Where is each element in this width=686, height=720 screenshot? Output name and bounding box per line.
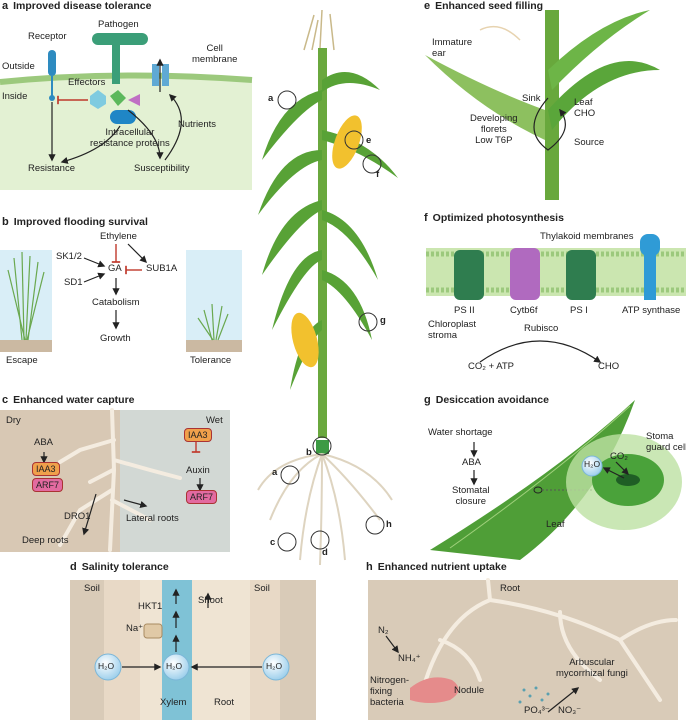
- na-label: Na⁺: [126, 623, 144, 634]
- shoot-label: Shoot: [198, 595, 223, 606]
- h2o-mid-label: H₂O: [166, 661, 183, 671]
- soil-right-label: Soil: [254, 583, 270, 594]
- wet-label: Wet: [206, 415, 223, 426]
- source-label: Source: [574, 137, 605, 148]
- panel-h-graphic: [368, 578, 678, 720]
- receptor-label: Receptor: [28, 31, 67, 42]
- thylakoid-label: Thylakoid membranes: [540, 231, 634, 242]
- nh4-label: NH₄⁺: [398, 653, 421, 664]
- effectors-label: Effectors: [68, 77, 106, 88]
- immature-ear-label: Immature ear: [432, 37, 473, 59]
- h2o-left-label: H₂O: [98, 661, 115, 671]
- panel-g-graphic: [430, 400, 682, 560]
- developing-florets-label: Developing florets Low T6P: [470, 113, 518, 146]
- nitrogen-bacteria-label: Nitrogen- fixing bacteria: [370, 675, 410, 708]
- plant-marker-a2: a: [272, 467, 278, 478]
- iaa3-left-badge: IAA3: [32, 462, 60, 476]
- panel-a-graphic: [0, 33, 253, 190]
- stomatal-closure-label: Stomatal closure: [452, 485, 490, 507]
- auxin-label: Auxin: [186, 465, 210, 476]
- h2o-right-label: H₂O: [266, 661, 283, 671]
- panel-b-graphic: [0, 243, 242, 352]
- aba-label: ABA: [34, 437, 54, 448]
- atp-synthase-label: ATP synthase: [622, 305, 681, 316]
- dry-label: Dry: [6, 415, 21, 426]
- plant-marker-d: d: [322, 547, 328, 558]
- plant-marker-f: f: [376, 169, 380, 180]
- iaa3-right-badge: IAA3: [184, 428, 212, 442]
- root-h-label: Root: [500, 583, 521, 594]
- sink-label: Sink: [522, 93, 541, 104]
- panel-e-graphic: [425, 10, 660, 200]
- po4-label: PO₄³⁻: [524, 705, 550, 716]
- resistance-label: Resistance: [28, 163, 75, 174]
- deep-roots-label: Deep roots: [22, 535, 69, 546]
- stoma-label: Stoma guard cell: [646, 431, 686, 453]
- nodule-label: Nodule: [454, 685, 485, 696]
- co2-atp-label: CO₂ + ATP: [468, 361, 515, 372]
- resistance-proteins-label: Intracellular resistance proteins: [90, 127, 170, 149]
- h2o-g-label: H₂O: [584, 459, 601, 469]
- plant-marker-g: g: [380, 315, 386, 326]
- chloroplast-stroma-label: Chloroplast stroma: [428, 319, 477, 341]
- ps1-label: PS I: [570, 305, 588, 316]
- soil-left-label: Soil: [84, 583, 100, 594]
- ps2-label: PS II: [454, 305, 475, 316]
- cytb6f-label: Cytb6f: [510, 305, 538, 316]
- ethylene-label: Ethylene: [100, 231, 137, 242]
- catabolism-label: Catabolism: [92, 297, 140, 308]
- rubisco-label: Rubisco: [524, 323, 559, 334]
- pathogen-label: Pathogen: [98, 19, 139, 30]
- outside-label: Outside: [2, 61, 35, 72]
- plant-marker-e: e: [366, 135, 372, 146]
- nutrients-label: Nutrients: [178, 119, 217, 130]
- cell-membrane-label: Cell membrane: [192, 43, 238, 65]
- leaf-label: Leaf: [546, 519, 565, 530]
- xylem-label: Xylem: [160, 697, 187, 708]
- arf7-right-badge: ARF7: [186, 490, 218, 504]
- root-label: Root: [214, 697, 235, 708]
- co2-g-label: CO₂: [610, 451, 628, 462]
- water-shortage-label: Water shortage: [428, 427, 493, 438]
- arf7-left-badge: ARF7: [32, 478, 64, 492]
- leaf-cho-label: Leaf CHO: [574, 97, 596, 119]
- growth-label: Growth: [100, 333, 131, 344]
- plant-marker-b: b: [306, 447, 312, 458]
- aba-g-label: ABA: [462, 457, 482, 468]
- sd1-label: SD1: [64, 277, 83, 288]
- sub1a-label: SUB1A: [146, 263, 178, 274]
- panel-f-graphic: [426, 234, 686, 363]
- n2-label: N₂: [378, 625, 389, 636]
- cho-label: CHO: [598, 361, 620, 372]
- amf-label: Arbuscular mycorrhizal fungi: [556, 657, 628, 679]
- ga-label: GA: [108, 263, 122, 274]
- no3-label: NO₃⁻: [558, 705, 582, 716]
- susceptibility-label: Susceptibility: [134, 163, 190, 174]
- dro1-label: DRO1: [64, 511, 91, 522]
- escape-label: Escape: [6, 355, 38, 366]
- plant-marker-h: h: [386, 519, 392, 530]
- sk12-label: SK1/2: [56, 251, 82, 262]
- plant-marker-a: a: [268, 93, 274, 104]
- inside-label: Inside: [2, 91, 28, 102]
- plant-marker-c: c: [270, 537, 276, 548]
- tolerance-label: Tolerance: [190, 355, 232, 366]
- corn-plant-illustration: [257, 9, 398, 566]
- lateral-roots-label: Lateral roots: [126, 513, 179, 524]
- hkt1-label: HKT1: [138, 601, 163, 612]
- panel-d-graphic: [70, 580, 316, 720]
